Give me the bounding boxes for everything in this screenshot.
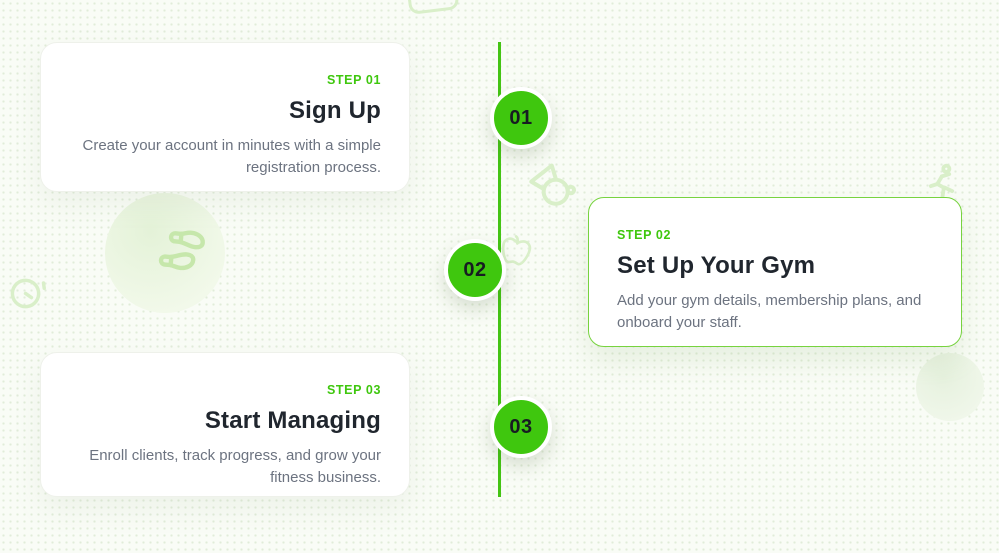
step-1-card: STEP 01 Sign Up Create your account in m… xyxy=(40,42,410,192)
step-3-marker: 03 xyxy=(490,396,552,458)
step-1-label: STEP 01 xyxy=(327,73,381,87)
step-3-title: Start Managing xyxy=(204,407,381,434)
step-3-description: Enroll clients, track progress, and grow… xyxy=(89,447,381,486)
step-3-marker-number: 03 xyxy=(509,415,533,438)
soft-circle-decoration xyxy=(105,193,225,313)
footprints-icon xyxy=(156,224,208,276)
step-1-marker: 01 xyxy=(490,87,552,149)
step-1-title: Sign Up xyxy=(288,97,381,124)
stopwatch-icon xyxy=(5,269,52,316)
step-2-label: STEP 02 xyxy=(617,228,671,242)
rounded-shape-decoration xyxy=(406,0,460,15)
soft-circle-decoration xyxy=(916,353,984,421)
step-2-marker: 02 xyxy=(444,239,506,301)
step-2-marker-number: 02 xyxy=(463,258,487,281)
step-1-description: Create your account in minutes with a si… xyxy=(82,137,381,176)
kettlebell-icon xyxy=(518,153,585,220)
step-1-marker-number: 01 xyxy=(509,106,533,129)
step-2-card: STEP 02 Set Up Your Gym Add your gym det… xyxy=(588,197,962,347)
step-3-card: STEP 03 Start Managing Enroll clients, t… xyxy=(40,352,410,497)
step-3-label: STEP 03 xyxy=(327,383,381,397)
step-2-description: Add your gym details, membership plans, … xyxy=(617,292,922,331)
step-2-title: Set Up Your Gym xyxy=(617,252,816,279)
